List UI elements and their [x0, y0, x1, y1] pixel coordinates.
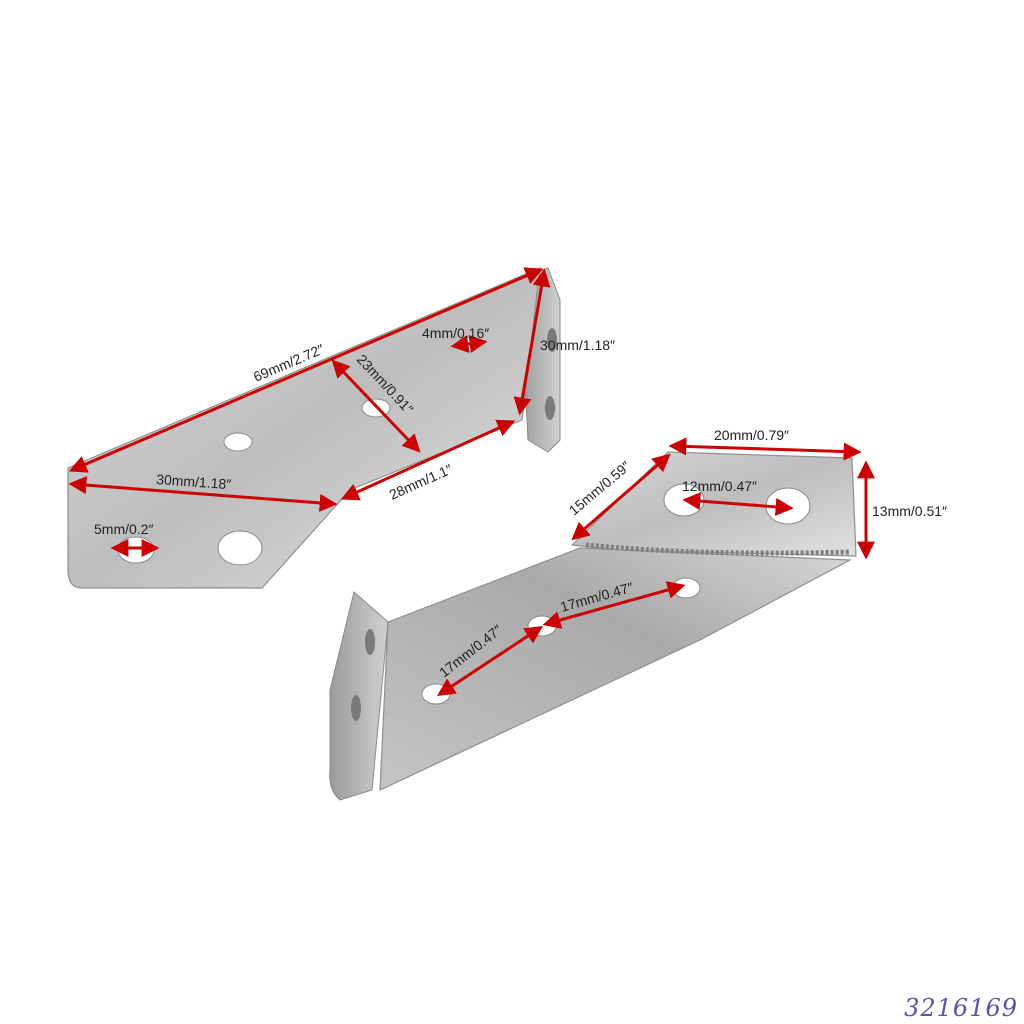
arrow-right-slant — [571, 453, 671, 541]
arrow-right-top-width — [668, 437, 862, 461]
arrow-left-lower-edge — [340, 419, 516, 501]
arrow-left-hole — [450, 334, 488, 354]
arrow-left-base — [68, 476, 338, 512]
arrow-left-height — [513, 268, 551, 416]
left-bracket — [67, 267, 561, 589]
label-left-height: 30mm/1.18″ — [540, 337, 615, 353]
dimension-arrows — [68, 267, 875, 696]
right-bracket-weld — [585, 542, 851, 556]
right-bracket — [329, 451, 857, 801]
label-right-top-width: 20mm/0.79″ — [714, 427, 789, 443]
right-flange-hole-1 — [365, 629, 375, 655]
arrow-left-total-length — [68, 267, 544, 473]
label-left-hole: 4mm/0.16″ — [422, 325, 489, 341]
watermark-id: 3216169 — [904, 994, 1018, 1022]
label-left-base: 30mm/1.18″ — [156, 471, 232, 492]
right-bracket-side-flange — [329, 591, 389, 801]
label-left-small-hole: 5mm/0.2″ — [94, 521, 153, 537]
left-hole-5 — [217, 530, 263, 566]
right-hole-5 — [421, 683, 451, 705]
arrow-right-spacing-a — [436, 626, 544, 696]
left-hole-4 — [117, 536, 155, 564]
left-hole-3 — [223, 432, 253, 452]
arrow-right-spacing-b — [542, 581, 686, 629]
label-right-hole-spacing: 12mm/0.47″ — [682, 478, 757, 494]
arrow-right-hole-spacing — [682, 492, 794, 516]
right-bracket-plate — [379, 547, 853, 791]
label-right-height: 13mm/0.51″ — [872, 503, 947, 519]
left-flange-hole-2 — [545, 396, 555, 420]
right-flange-hole-2 — [351, 695, 361, 721]
